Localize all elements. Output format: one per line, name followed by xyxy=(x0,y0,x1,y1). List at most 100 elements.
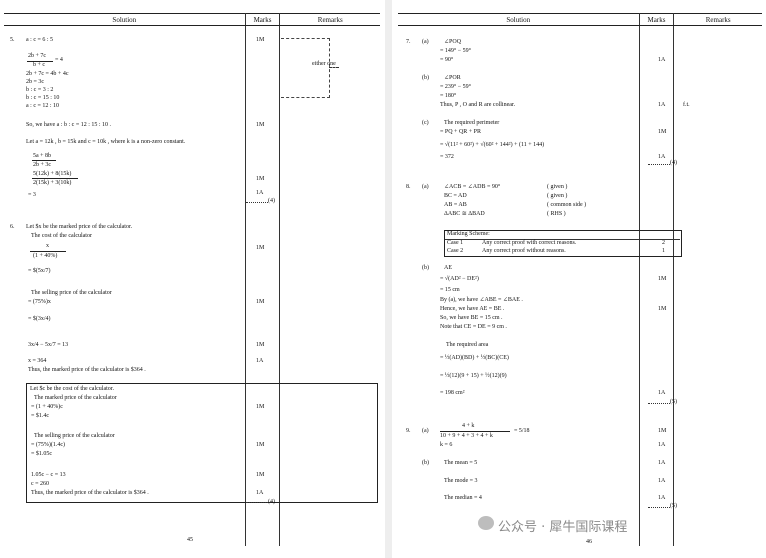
q7-b-line-1: ∠POR xyxy=(444,75,461,81)
q7-c-mark-1: 1M xyxy=(658,129,667,135)
q5-remark-bracket xyxy=(281,38,330,98)
q5-expr-bar xyxy=(32,160,56,161)
q8-proof-3: AB = AB xyxy=(444,202,467,208)
q8-b-line-4: By (a), we have ∠ABE = ∠BAE . xyxy=(440,297,523,303)
q6-line-9: x = 364 xyxy=(28,358,47,364)
q8-b-line-10: = ½(12)(9 + 15) + ½(12)(9) xyxy=(440,373,507,379)
q5-sub-bar xyxy=(32,178,78,179)
q6-alternative-box xyxy=(26,383,378,503)
q7-b-mark: 1A xyxy=(658,102,666,108)
q6-alt-line-7: = $1.05c xyxy=(31,451,53,457)
q8-case-2-text: Any correct proof without reasons. xyxy=(482,248,566,254)
q5-mark-3: 1M xyxy=(256,176,265,182)
q6-line-1: Let $x be the marked price of the calcul… xyxy=(26,224,133,230)
header-remarks: Remarks xyxy=(279,13,380,26)
q8-reason-3: ( common side ) xyxy=(547,202,587,208)
q7-b-line-3: = 180° xyxy=(440,93,457,99)
q9-part-b: (b) xyxy=(422,460,429,466)
q7-a-line-1: ∠POQ xyxy=(444,39,462,45)
q9-frac-den: 10 + 9 + 4 + 3 + 4 + k xyxy=(440,433,493,439)
q6-line-6: = (75%)x xyxy=(28,299,51,305)
q6-number: 6. xyxy=(10,224,15,230)
q9-a-line-2: k = 6 xyxy=(440,442,453,448)
q6-alt-mark-3: 1M xyxy=(256,472,265,478)
q6-alt-line-8: 1.05c − c = 13 xyxy=(31,472,66,478)
q9-frac-bar xyxy=(440,431,510,432)
q5-line-6: b : c = 15 : 10 xyxy=(26,95,60,101)
q9-part-a: (a) xyxy=(422,428,429,434)
q9-b-line-3: The median = 4 xyxy=(444,495,482,501)
page-number-left: 45 xyxy=(187,537,193,543)
q8-marking-scheme xyxy=(444,230,682,257)
q8-proof-1: ∠ACB = ∠ADB = 90° xyxy=(444,184,501,190)
q9-b-mark-3: 1A xyxy=(658,495,666,501)
q7-a-line-3: = 90° xyxy=(440,57,454,63)
q6-mark-1: 1M xyxy=(256,245,265,251)
q5-line-1: a : c = 6 : 5 xyxy=(26,37,54,43)
q9-number: 9. xyxy=(406,428,411,434)
q7-c-line-1: The required perimeter xyxy=(444,120,500,126)
q8-b-line-6: So, we have BE = 15 cm . xyxy=(440,315,503,321)
q9-dotted-line xyxy=(648,507,670,508)
q9-total: (5) xyxy=(670,503,677,509)
q5-remark-tick xyxy=(329,67,339,68)
marks-column-right xyxy=(639,25,675,546)
watermark: 公众号 · 犀牛国际课程 xyxy=(498,520,628,535)
q8-b-line-3: = 15 cm xyxy=(440,287,460,293)
q7-total: (4) xyxy=(670,160,677,166)
q8-case-1-text: Any correct proof with correct reasons. xyxy=(482,240,577,246)
q5-line-9: Let a = 12k , b = 15k and c = 10k , wher… xyxy=(26,139,186,145)
q6-alt-line-6: = (75%)(1.4c) xyxy=(31,442,66,448)
q5-frac-num: 2b + 7c xyxy=(28,53,47,59)
q8-b-line-5: Hence, we have AE = BE . xyxy=(440,306,505,312)
q5-line-8: So, we have a : b : c = 12 : 15 : 10 . xyxy=(26,122,112,128)
q5-number: 5. xyxy=(10,37,15,43)
q8-reason-4: ( RHS ) xyxy=(547,211,566,217)
q7-b-line-2: = 239° − 59° xyxy=(440,84,472,90)
marks-column xyxy=(245,25,281,546)
q6-line-2: The cost of the calculator xyxy=(31,233,92,239)
q8-part-a: (a) xyxy=(422,184,429,190)
q5-mark-4: 1A xyxy=(256,190,264,196)
page-gutter xyxy=(385,0,392,558)
q7-c-line-3: = √(11² + 60²) + √(60² + 144²) + (11 + 1… xyxy=(440,142,545,148)
wechat-logo-icon xyxy=(478,516,494,530)
q5-dotted-line xyxy=(246,202,268,203)
q8-scheme-title: Marking Scheme: xyxy=(447,231,490,237)
q8-b-line-2: = √(AD² − DE²) xyxy=(440,276,479,282)
q6-line-4: = $(5x/7) xyxy=(28,268,51,274)
q7-c-line-4: = 372 xyxy=(440,154,454,160)
q9-b-mark-2: 1A xyxy=(658,478,666,484)
q6-alt-line-1: Let $c be the cost of the calculator. xyxy=(30,386,114,392)
q6-line-10: Thus, the marked price of the calculator… xyxy=(28,367,146,373)
header-solution-right: Solution xyxy=(398,13,640,26)
q7-c-mark-2: 1A xyxy=(658,154,666,160)
q5-result: = 3 xyxy=(28,192,36,198)
q6-total: (4) xyxy=(268,499,275,505)
q6-line-7: = $(3x/4) xyxy=(28,316,51,322)
q5-mark-1: 1M xyxy=(256,37,265,43)
q6-frac-num: x xyxy=(46,243,49,249)
q7-a-mark: 1A xyxy=(658,57,666,63)
q6-mark-4: 1A xyxy=(256,358,264,364)
q9-frac-rhs: = 5/18 xyxy=(514,428,530,434)
q5-line-4: 2b = 3c xyxy=(26,79,45,85)
solution-table-left: Solution Marks Remarks xyxy=(4,13,380,546)
q6-dotted-line xyxy=(246,502,268,503)
q6-alt-line-3: = (1 + 40%)c xyxy=(31,404,63,410)
q9-frac-num: 4 + k xyxy=(462,423,475,429)
header-marks: Marks xyxy=(245,13,281,26)
q8-case-1-mark: 2 xyxy=(662,240,665,246)
q5-expr-num: 5a + 8b xyxy=(33,153,52,159)
q7-part-c: (c) xyxy=(422,120,429,126)
q5-sub-den: 2(15k) + 3(10k) xyxy=(33,180,72,186)
q6-alt-line-2: The marked price of the calculator xyxy=(34,395,117,401)
q6-line-8: 3x/4 − 5x/7 = 13 xyxy=(28,342,69,348)
q6-alt-line-5: The selling price of the calculator xyxy=(34,433,115,439)
q9-b-line-1: The mean = 5 xyxy=(444,460,478,466)
solution-column xyxy=(4,25,246,546)
q8-b-line-11: = 198 cm² xyxy=(440,390,465,396)
q5-frac-den: b + c xyxy=(33,62,46,68)
q6-mark-2: 1M xyxy=(256,299,265,305)
header-solution: Solution xyxy=(4,13,246,26)
